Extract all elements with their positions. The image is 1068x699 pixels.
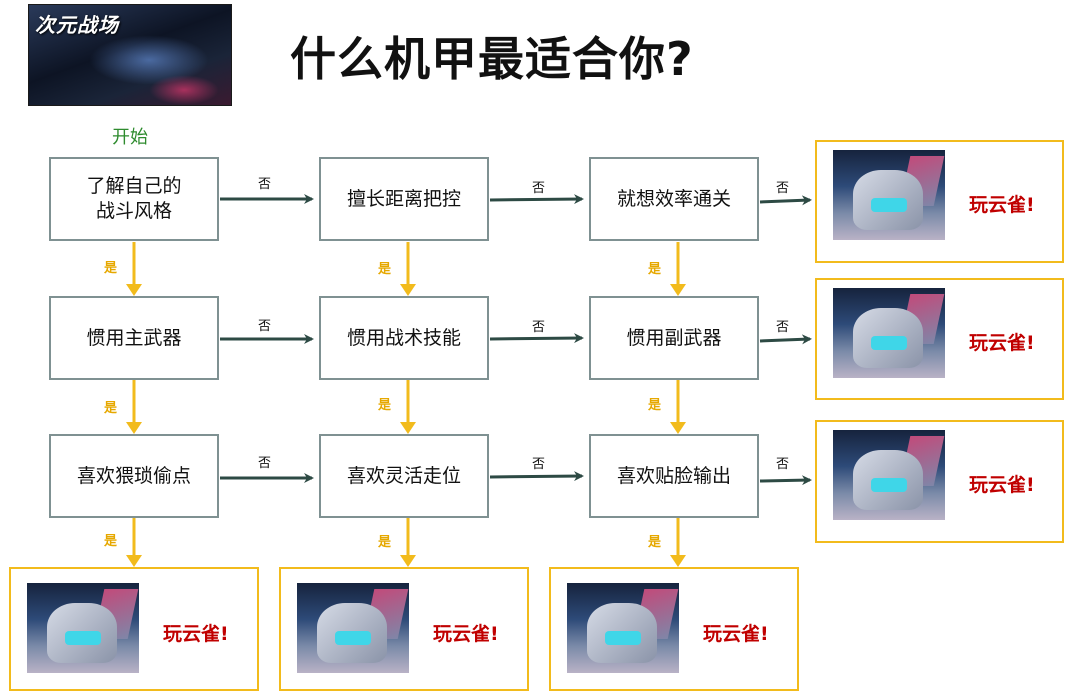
mech-portrait-image bbox=[297, 583, 409, 673]
edge-label-no: 否 bbox=[776, 181, 790, 196]
node-tactical-skill: 惯用战术技能 bbox=[319, 296, 489, 380]
node-close-combat-text: 喜欢贴脸输出 bbox=[616, 464, 731, 487]
node-distance-control: 擅长距离把控 bbox=[319, 157, 489, 241]
arrow-no-3-3 bbox=[759, 475, 812, 486]
result-card-right-1: 玩云雀! bbox=[815, 140, 1064, 263]
arrow-no-3-2 bbox=[489, 471, 584, 482]
result-label: 玩云雀! bbox=[433, 623, 499, 645]
result-label: 玩云雀! bbox=[703, 623, 769, 645]
mech-portrait-image bbox=[833, 150, 945, 240]
edge-label-no: 否 bbox=[258, 319, 272, 334]
arrowhead-yes-3-3 bbox=[670, 555, 686, 567]
node-sub-weapon-text: 惯用副武器 bbox=[626, 326, 722, 349]
game-logo-image: 次元战场 bbox=[28, 4, 232, 106]
edge-label-yes: 是 bbox=[104, 401, 118, 416]
result-card-right-2: 玩云雀! bbox=[815, 278, 1064, 400]
arrow-no-2-2 bbox=[489, 333, 584, 344]
result-card-bottom-2: 玩云雀! bbox=[279, 567, 529, 691]
mech-portrait-image bbox=[27, 583, 139, 673]
arrow-no-2-3 bbox=[759, 334, 812, 345]
arrowhead-yes-3-2 bbox=[400, 555, 416, 567]
result-label: 玩云雀! bbox=[969, 332, 1035, 354]
arrow-no-1-2 bbox=[489, 194, 584, 205]
arrowhead-yes-2-3 bbox=[670, 422, 686, 434]
result-label: 玩云雀! bbox=[163, 623, 229, 645]
edge-label-yes: 是 bbox=[648, 535, 662, 550]
node-efficient-clear-text: 就想效率通关 bbox=[616, 187, 731, 210]
arrowhead-yes-1-3 bbox=[670, 284, 686, 296]
node-sneaky-capture: 喜欢猥琐偷点 bbox=[49, 434, 219, 518]
node-agile-movement: 喜欢灵活走位 bbox=[319, 434, 489, 518]
arrowhead-yes-1-1 bbox=[126, 284, 142, 296]
arrowhead-yes-3-1 bbox=[126, 555, 142, 567]
mech-portrait-image bbox=[833, 430, 945, 520]
result-card-bottom-1: 玩云雀! bbox=[9, 567, 259, 691]
node-agile-movement-text: 喜欢灵活走位 bbox=[346, 464, 461, 487]
node-tactical-skill-text: 惯用战术技能 bbox=[346, 326, 461, 349]
mech-portrait-image bbox=[833, 288, 945, 378]
edge-label-no: 否 bbox=[776, 457, 790, 472]
edge-label-yes: 是 bbox=[104, 534, 118, 549]
edge-label-yes: 是 bbox=[648, 398, 662, 413]
edge-label-yes: 是 bbox=[378, 398, 392, 413]
start-label: 开始 bbox=[112, 127, 148, 148]
edge-label-no: 否 bbox=[258, 456, 272, 471]
result-card-right-3: 玩云雀! bbox=[815, 420, 1064, 543]
edge-label-no: 否 bbox=[776, 320, 790, 335]
edge-label-no: 否 bbox=[532, 320, 546, 335]
arrowhead-yes-2-2 bbox=[400, 422, 416, 434]
edge-label-yes: 是 bbox=[648, 262, 662, 277]
edge-label-yes: 是 bbox=[378, 535, 392, 550]
node-sub-weapon: 惯用副武器 bbox=[589, 296, 759, 380]
logo-text: 次元战场 bbox=[35, 13, 119, 37]
arrowhead-yes-2-1 bbox=[126, 422, 142, 434]
edge-label-yes: 是 bbox=[104, 261, 118, 276]
arrowhead-yes-1-2 bbox=[400, 284, 416, 296]
edge-label-no: 否 bbox=[532, 457, 546, 472]
node-close-combat: 喜欢贴脸输出 bbox=[589, 434, 759, 518]
page-title: 什么机甲最适合你? bbox=[290, 32, 694, 86]
node-know-style-text: 了解自己的 战斗风格 bbox=[86, 175, 182, 222]
node-main-weapon-text: 惯用主武器 bbox=[86, 326, 182, 349]
node-main-weapon: 惯用主武器 bbox=[49, 296, 219, 380]
node-sneaky-capture-text: 喜欢猥琐偷点 bbox=[76, 464, 191, 487]
edge-label-no: 否 bbox=[258, 177, 272, 192]
node-efficient-clear: 就想效率通关 bbox=[589, 157, 759, 241]
result-label: 玩云雀! bbox=[969, 194, 1035, 216]
result-card-bottom-3: 玩云雀! bbox=[549, 567, 799, 691]
logo-glow-pink bbox=[149, 75, 219, 105]
edge-label-no: 否 bbox=[532, 181, 546, 196]
result-label: 玩云雀! bbox=[969, 474, 1035, 496]
arrow-no-1-3 bbox=[759, 195, 812, 206]
mech-portrait-image bbox=[567, 583, 679, 673]
node-distance-control-text: 擅长距离把控 bbox=[346, 187, 461, 210]
edge-label-yes: 是 bbox=[378, 262, 392, 277]
node-know-style: 了解自己的 战斗风格 bbox=[49, 157, 219, 241]
